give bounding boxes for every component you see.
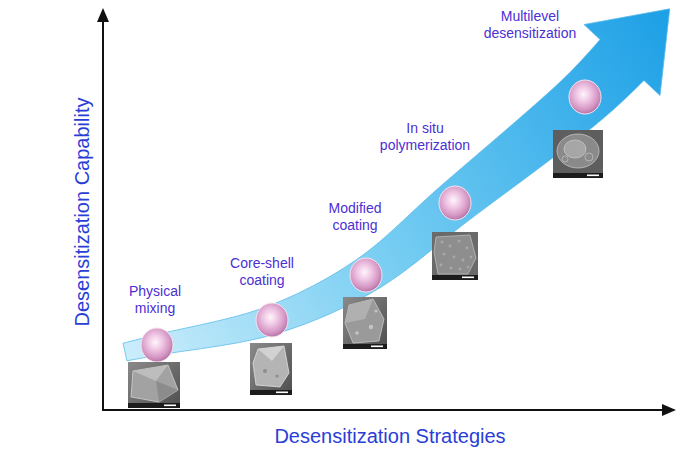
sem-image [553, 130, 603, 178]
particle [263, 369, 267, 373]
axis-title: Desensitization Strategies [220, 424, 560, 448]
x-axis-head [662, 404, 676, 416]
crystal-facet [345, 299, 373, 323]
y-axis-head [97, 8, 109, 22]
sphere-marker [569, 80, 601, 114]
particle-ring [562, 156, 568, 162]
particle [355, 331, 359, 335]
sem-ground [553, 130, 603, 178]
sem-ground [343, 297, 387, 349]
crystal [345, 299, 384, 343]
sem-image [128, 362, 180, 408]
particle [275, 374, 278, 377]
info-strip [432, 275, 478, 280]
strategy-label: Physical mixing [118, 283, 192, 317]
sphere-marker [439, 186, 471, 220]
scale-bar [462, 277, 474, 279]
growth-arrow [123, 9, 670, 361]
particle-ring [585, 153, 593, 161]
sem-ground [128, 362, 180, 408]
particle-core [564, 140, 586, 158]
scale-bar [276, 392, 288, 394]
sphere-marker [141, 328, 173, 362]
y-axis [102, 20, 104, 411]
crystal [434, 235, 476, 274]
particle-shell [557, 134, 599, 168]
sem-image [343, 297, 387, 349]
scale-bar [164, 405, 176, 407]
particle [375, 310, 378, 313]
strategy-label: Modified coating [317, 200, 393, 234]
crystal-facet [156, 381, 178, 402]
strategy-label: Multilevel desensitization [474, 8, 586, 42]
surface-grains [440, 240, 473, 271]
sphere-markers [141, 80, 601, 362]
axes [97, 8, 676, 416]
scale-bar [587, 175, 599, 177]
sphere-marker [350, 258, 382, 292]
strategy-label: Core-shell coating [221, 255, 303, 289]
crystal-facet [133, 365, 168, 381]
sphere-marker [256, 303, 288, 337]
crystal [253, 346, 289, 387]
info-strip [343, 344, 387, 349]
info-strip [553, 173, 603, 178]
scale-bar [371, 346, 383, 348]
strategy-label: In situ polymerization [373, 120, 477, 154]
sem-ground [432, 232, 478, 280]
sem-image [250, 343, 292, 395]
info-strip [250, 390, 292, 395]
sem-image [432, 232, 478, 280]
particle [369, 325, 373, 329]
crystal [131, 365, 178, 402]
info-strip [128, 403, 180, 408]
x-axis [102, 409, 664, 411]
sem-ground [250, 343, 292, 395]
axis-title: Desensitization Capability [70, 52, 94, 372]
crystal-facet [258, 346, 284, 361]
